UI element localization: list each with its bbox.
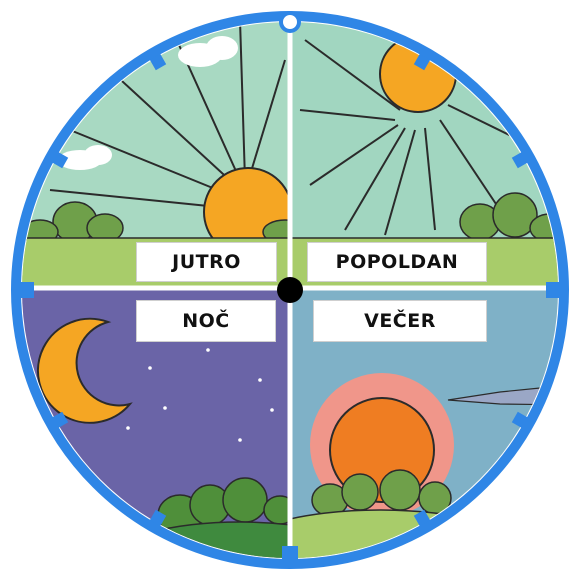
sun-rays <box>299 39 541 236</box>
rim-top-marker <box>279 11 301 33</box>
trees <box>311 469 452 517</box>
label-morning[interactable]: JUTRO <box>136 242 277 282</box>
sun-rays <box>49 22 286 209</box>
cloud-icon <box>58 36 238 170</box>
rim-notches <box>20 53 560 560</box>
wheel-hub[interactable] <box>277 277 303 303</box>
star-icon <box>126 348 274 442</box>
label-afternoon[interactable]: POPOLDAN <box>307 242 487 282</box>
label-evening[interactable]: VEČER <box>313 300 487 342</box>
trees <box>459 192 558 243</box>
label-night[interactable]: NOČ <box>136 300 276 342</box>
moon-icon <box>37 317 133 424</box>
